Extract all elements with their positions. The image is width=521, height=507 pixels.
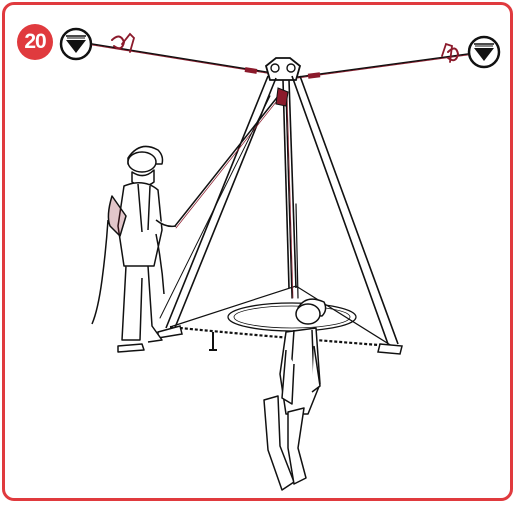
right-lanyard [298, 44, 468, 79]
left-lanyard [92, 34, 272, 74]
base-chain [170, 286, 392, 350]
manhole-opening [228, 303, 356, 331]
left-anchor-icon [61, 29, 91, 59]
tripod-head [266, 58, 300, 80]
rescuer-figure [92, 146, 176, 352]
right-anchor-icon [469, 37, 499, 67]
rescue-rope [160, 88, 298, 318]
